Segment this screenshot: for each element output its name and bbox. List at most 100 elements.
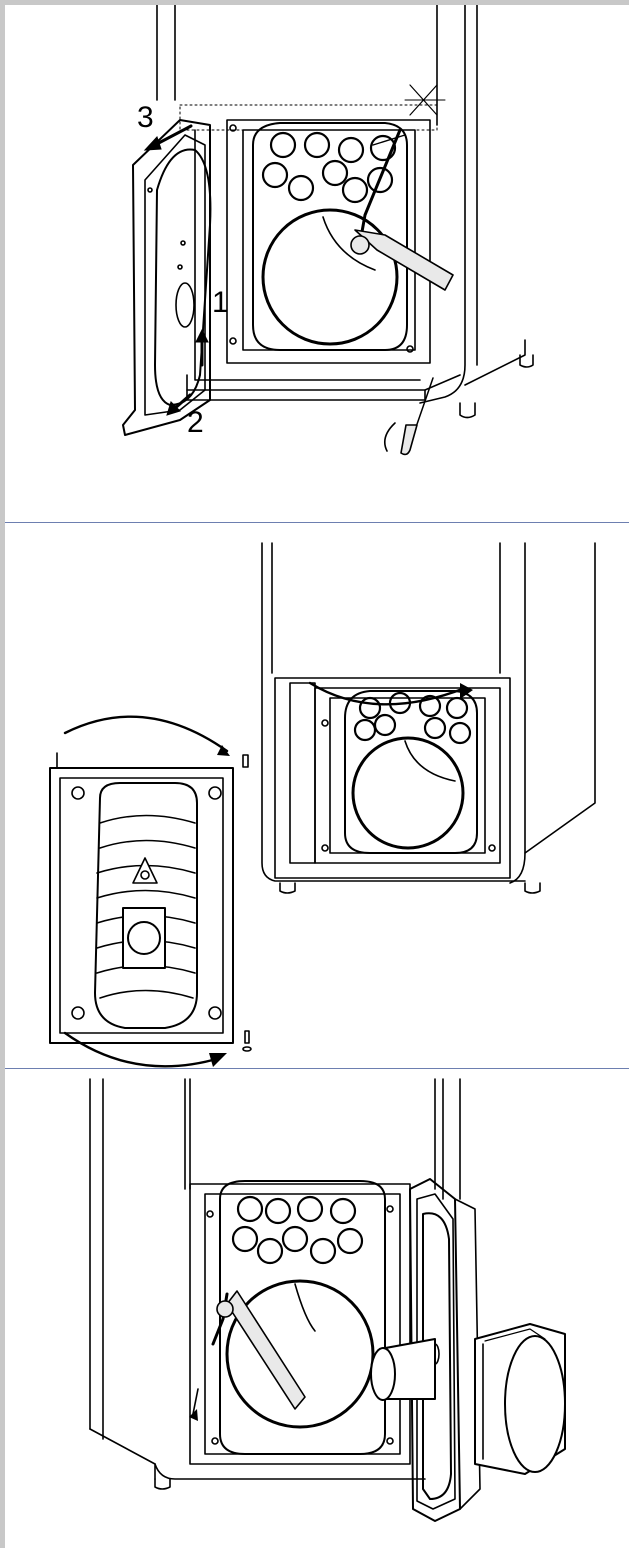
flue-tube <box>261 161 289 189</box>
burner-opening <box>225 1279 375 1429</box>
door-rim <box>59 777 224 1034</box>
direction-arrow-icon <box>192 1388 199 1415</box>
flue-tube <box>309 1237 337 1265</box>
door-screw <box>71 786 85 800</box>
flue-tube <box>337 136 365 164</box>
washer-icon <box>242 1046 252 1052</box>
arrow-head <box>217 745 230 756</box>
base-plinth-front <box>186 389 426 401</box>
boiler-foot <box>154 1478 171 1490</box>
flue-tube <box>296 1195 324 1223</box>
step-label-2: 2 <box>187 406 204 439</box>
opening-frame <box>189 1183 411 1465</box>
opening-frame <box>194 129 421 381</box>
chisel-rod <box>372 134 406 146</box>
fixing-screw <box>488 844 496 852</box>
flue-tube <box>369 134 397 162</box>
opening-inner-arc <box>294 1283 316 1332</box>
door-opened-illustration <box>89 1078 566 1522</box>
fixing-screw <box>206 1210 214 1218</box>
opening-inner-arc <box>322 216 376 271</box>
flue-tube <box>423 716 447 740</box>
left-rule <box>0 0 5 1548</box>
flue-tube <box>321 159 349 187</box>
boiler-foot <box>279 882 296 894</box>
fixing-screw <box>211 1437 219 1445</box>
boiler-door-back <box>49 767 234 1044</box>
flue-tube <box>418 694 442 718</box>
door-screw <box>208 786 222 800</box>
panel-door-opened-with-burner <box>5 1069 629 1548</box>
sight-glass <box>175 282 195 328</box>
chamber-inner-frame <box>242 129 416 351</box>
base-plinth <box>186 374 461 391</box>
panel-remove-door: 3 1 2 <box>5 5 629 522</box>
insulation-ribs <box>96 814 196 999</box>
cabinet-base-side <box>89 1428 156 1480</box>
door-screw <box>147 187 153 193</box>
fixing-screw <box>229 124 237 132</box>
panel-divider <box>5 522 629 523</box>
sight-hole <box>140 870 150 880</box>
arrow-head <box>195 328 209 343</box>
flue-tube <box>341 176 369 204</box>
top-cover-outline <box>179 104 438 131</box>
fixing-screw <box>321 844 329 852</box>
flue-tube <box>373 713 397 737</box>
cabinet-right-side <box>419 5 466 404</box>
panel-divider <box>5 1068 629 1069</box>
combustion-chamber-frame <box>226 119 431 364</box>
hammer-head <box>350 235 370 255</box>
screwdriver-icon <box>400 424 418 456</box>
hinge-pin-icon <box>242 754 249 768</box>
arrow-head <box>189 1409 198 1421</box>
arrow-head <box>209 1053 227 1067</box>
flue-tube <box>281 1225 309 1253</box>
flue-tube <box>448 721 472 745</box>
burner-opening <box>261 208 399 346</box>
flue-tube <box>256 1237 284 1265</box>
flue-tube <box>329 1197 357 1225</box>
door-screw <box>208 1006 222 1020</box>
arrow-head <box>166 401 181 416</box>
curved-arrow-icon <box>308 681 467 706</box>
hinge-pin-icon <box>244 1030 250 1044</box>
door-inner-face <box>144 134 206 416</box>
tube-sheet <box>344 690 478 854</box>
door-insulation <box>422 1212 452 1500</box>
flue-tube <box>336 1227 364 1255</box>
tube-sheet <box>252 122 408 351</box>
hinge-bracket <box>289 682 316 864</box>
flue-tube <box>445 696 469 720</box>
door-screw <box>71 1006 85 1020</box>
hinge-swap-illustration <box>49 542 596 1068</box>
flue-tube <box>358 696 382 720</box>
blast-tube-opening <box>370 1347 396 1401</box>
burner-motor <box>504 1335 566 1473</box>
door-inner-face <box>416 1193 456 1510</box>
fixing-screw <box>321 719 329 727</box>
top-rule <box>0 0 629 5</box>
door-insulation <box>94 782 198 1029</box>
fixing-screw <box>386 1437 394 1445</box>
boiler-door-removal-illustration: 3 1 2 <box>122 5 534 456</box>
screwdriver-shaft <box>414 377 434 431</box>
door-screw <box>180 240 186 246</box>
opening-inner-arc <box>404 740 456 782</box>
opening-frame <box>274 677 511 879</box>
hammer-head <box>216 1300 234 1318</box>
arrow-head <box>460 683 473 699</box>
rotation-arrow-icon <box>384 422 396 452</box>
flue-tube <box>353 718 377 742</box>
hammer-icon <box>226 1290 306 1410</box>
curved-arrow-icon <box>63 1031 222 1068</box>
tube-sheet <box>219 1180 386 1455</box>
burner-housing-line <box>484 1328 546 1342</box>
arrow-head <box>143 136 162 151</box>
burner-opening <box>351 736 465 850</box>
flue-tube <box>236 1195 264 1223</box>
door-screw <box>177 264 183 270</box>
boiler-foot <box>459 402 476 419</box>
cabinet-side <box>524 542 596 854</box>
flue-tube <box>366 166 394 194</box>
